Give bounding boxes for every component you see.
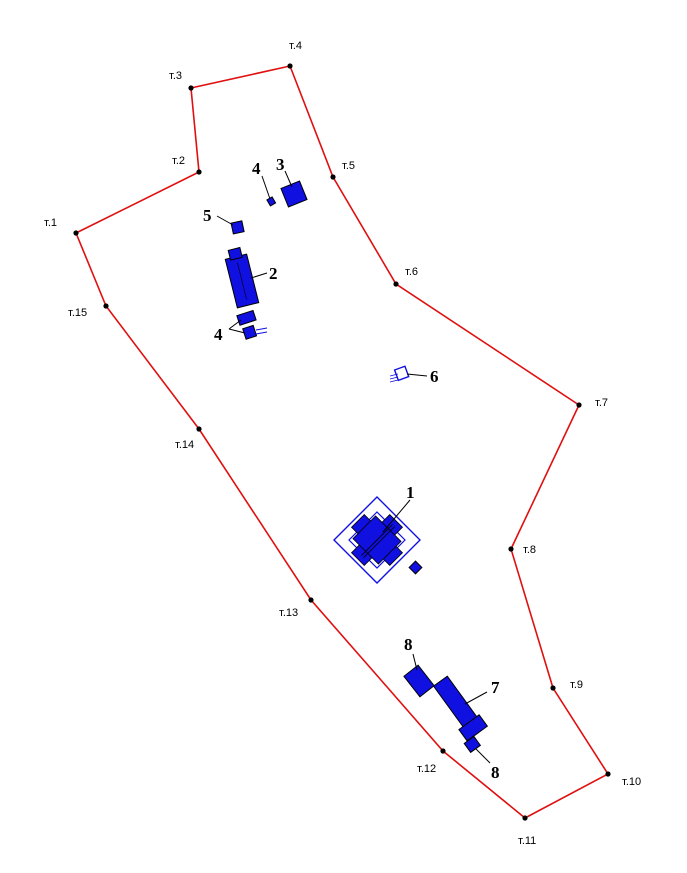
point-label-6: т.6 bbox=[405, 266, 418, 278]
building-6 bbox=[389, 365, 410, 383]
callout-5: 5 bbox=[203, 206, 212, 225]
building-8-upper bbox=[403, 664, 435, 698]
leader-6 bbox=[406, 373, 428, 377]
building-1-annex bbox=[408, 560, 423, 575]
vertex-14 bbox=[196, 426, 202, 432]
callout-6: 6 bbox=[430, 367, 439, 386]
point-label-3: т.3 bbox=[169, 70, 182, 82]
vertex-7 bbox=[576, 402, 582, 408]
vertex-13 bbox=[308, 597, 314, 603]
callout-4-south: 4 bbox=[214, 325, 223, 344]
vertex-11 bbox=[522, 815, 528, 821]
boundary-point-labels: т.1 т.2 т.3 т.4 т.5 т.6 т.7 т.8 т.9 т.10… bbox=[44, 40, 641, 847]
vertex-5 bbox=[330, 174, 336, 180]
building-7 bbox=[432, 675, 489, 742]
callout-8-upper: 8 bbox=[404, 635, 413, 654]
vertex-10 bbox=[605, 771, 611, 777]
building-1-footprint-frame bbox=[333, 496, 421, 584]
point-label-12: т.12 bbox=[417, 763, 436, 775]
callout-4-north: 4 bbox=[252, 159, 261, 178]
buildings bbox=[224, 180, 489, 754]
building-5 bbox=[230, 220, 245, 235]
vertex-3 bbox=[188, 85, 194, 91]
leader-lines bbox=[216, 170, 491, 764]
leader-4-north bbox=[261, 175, 271, 200]
leader-7 bbox=[464, 691, 488, 705]
building-4-north bbox=[266, 196, 277, 207]
building-3 bbox=[280, 180, 308, 208]
building-8-lower bbox=[463, 735, 482, 754]
vertex-6 bbox=[393, 281, 399, 287]
callout-8-lower: 8 bbox=[491, 763, 500, 782]
building-1-body bbox=[350, 513, 404, 567]
point-label-10: т.10 bbox=[622, 776, 641, 788]
callout-3: 3 bbox=[276, 155, 285, 174]
callout-2: 2 bbox=[269, 264, 278, 283]
callout-1: 1 bbox=[406, 483, 415, 502]
point-label-5: т.5 bbox=[342, 160, 355, 172]
leader-4-south-a bbox=[228, 319, 242, 330]
point-label-11: т.11 bbox=[518, 835, 536, 847]
vertex-9 bbox=[550, 685, 556, 691]
leader-1 bbox=[382, 499, 411, 533]
building-4-south bbox=[236, 309, 268, 340]
leader-8-upper bbox=[412, 653, 418, 671]
vertex-8 bbox=[508, 546, 514, 552]
building-1 bbox=[333, 496, 423, 584]
point-label-4: т.4 bbox=[289, 40, 302, 52]
callout-7: 7 bbox=[491, 678, 500, 697]
leader-3 bbox=[284, 170, 293, 188]
point-label-1: т.1 bbox=[44, 217, 57, 229]
point-label-2: т.2 bbox=[172, 155, 185, 167]
point-label-9: т.9 bbox=[570, 679, 583, 691]
vertex-1 bbox=[73, 230, 79, 236]
building-2 bbox=[224, 246, 260, 309]
leader-8-lower bbox=[475, 748, 491, 764]
building-callouts: 1 2 3 4 4 5 6 7 8 8 bbox=[203, 155, 500, 782]
point-label-8: т.8 bbox=[523, 544, 536, 556]
vertex-15 bbox=[103, 303, 109, 309]
point-label-15: т.15 bbox=[68, 307, 87, 319]
leader-2 bbox=[250, 272, 268, 279]
vertex-12 bbox=[440, 748, 446, 754]
leader-4-south-b bbox=[228, 328, 246, 334]
point-label-13: т.13 bbox=[279, 607, 298, 619]
point-label-14: т.14 bbox=[175, 439, 194, 451]
leader-5 bbox=[216, 215, 234, 226]
plot-boundary-line bbox=[74, 65, 610, 819]
vertex-4 bbox=[287, 63, 293, 69]
point-label-7: т.7 bbox=[595, 397, 608, 409]
vertex-2 bbox=[196, 169, 202, 175]
boundary-vertices bbox=[73, 63, 611, 821]
